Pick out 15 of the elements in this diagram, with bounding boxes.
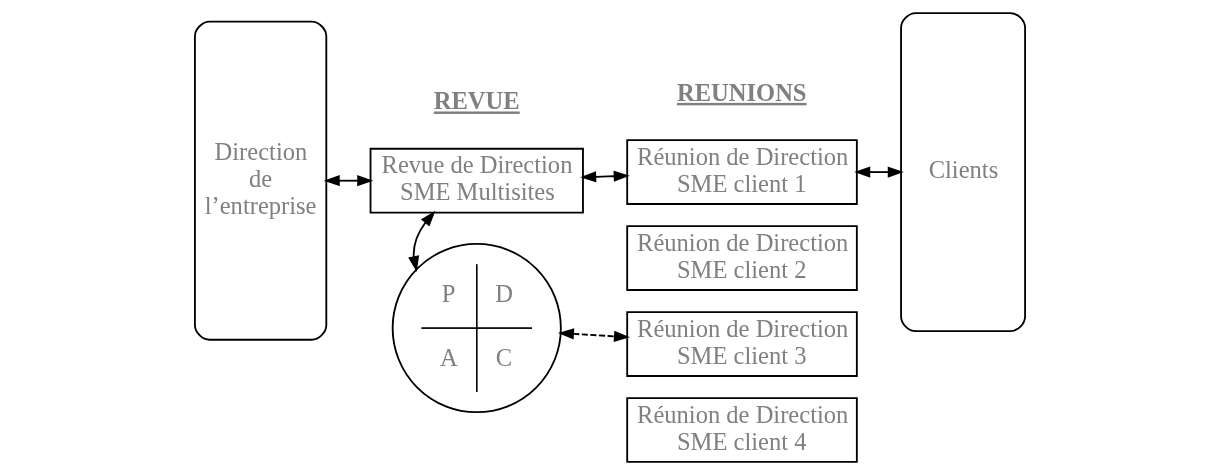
arrow [853,166,904,178]
node-box: Réunion de Direction SME client 1 [625,139,858,205]
arrow [407,210,435,273]
node-box: Revue de Direction SME Multisites [369,147,584,214]
arrow [323,175,373,187]
arrow [579,170,630,183]
node-circle: P D A C [391,243,562,414]
node-box: Réunion de Direction SME client 3 [625,311,858,377]
label: REUNIONS [676,78,807,106]
node-box: Direction de l’entreprise [193,20,327,341]
node-box: Réunion de Direction SME client 2 [625,225,858,291]
node-box: Réunion de Direction SME client 4 [625,397,858,463]
node-box: Clients [899,12,1026,333]
arrow [557,328,630,342]
label: REVUE [433,87,520,115]
